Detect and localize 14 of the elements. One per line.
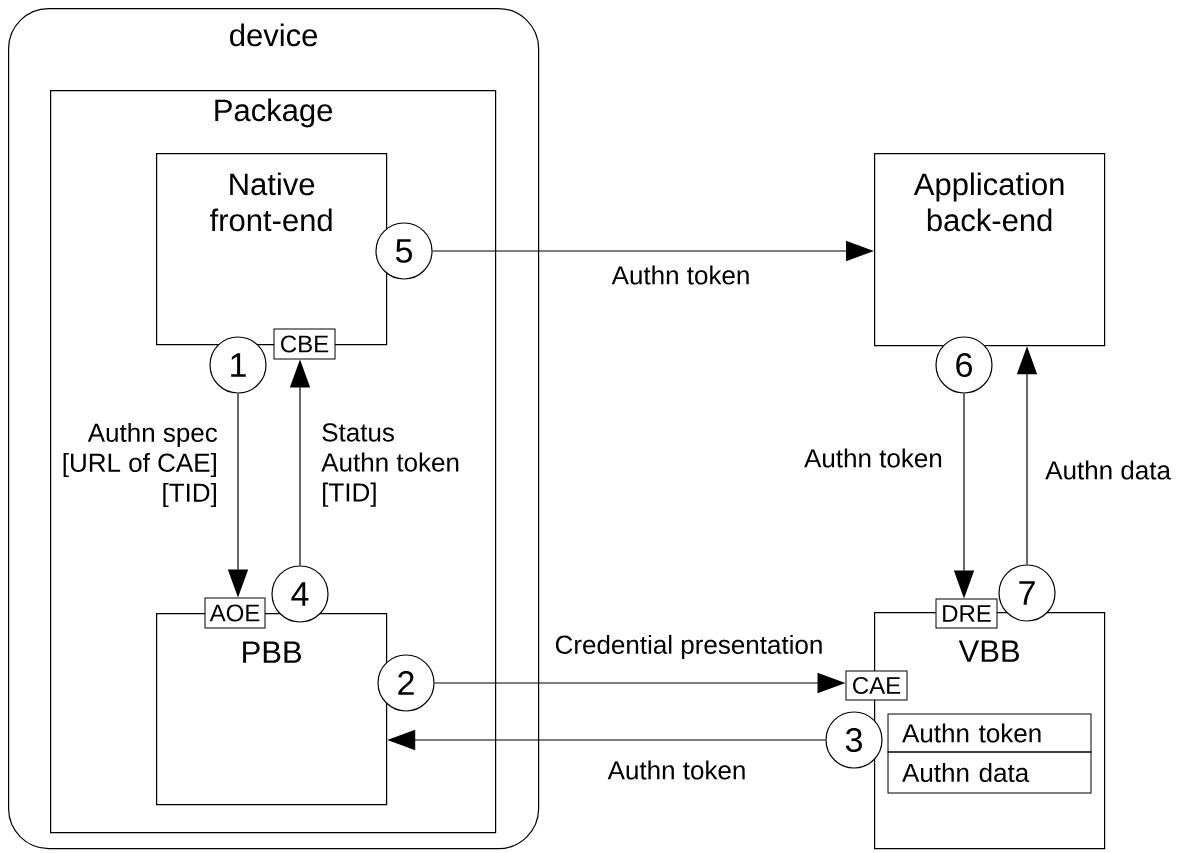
port-box: AOE: [204, 597, 266, 629]
edge-label: Status Authn token [TID]: [321, 423, 459, 507]
port-box: CBE: [273, 328, 336, 360]
edge-label: Authn data: [1045, 460, 1171, 480]
table-cell: Authn token: [887, 713, 1092, 753]
edge-label: Authn spec [URL of CAE] [TID]: [63, 422, 218, 508]
edge-label: Authn token: [611, 265, 749, 285]
edge-label: Authn token: [607, 760, 745, 780]
port-box: DRE: [935, 598, 998, 629]
edge-label: Credential presentation: [555, 634, 822, 660]
edge-label: Authn token: [804, 448, 942, 468]
component-box: Application back-end: [874, 153, 1106, 347]
table-cell: Authn data: [887, 751, 1092, 794]
port-box: CAE: [845, 670, 908, 701]
